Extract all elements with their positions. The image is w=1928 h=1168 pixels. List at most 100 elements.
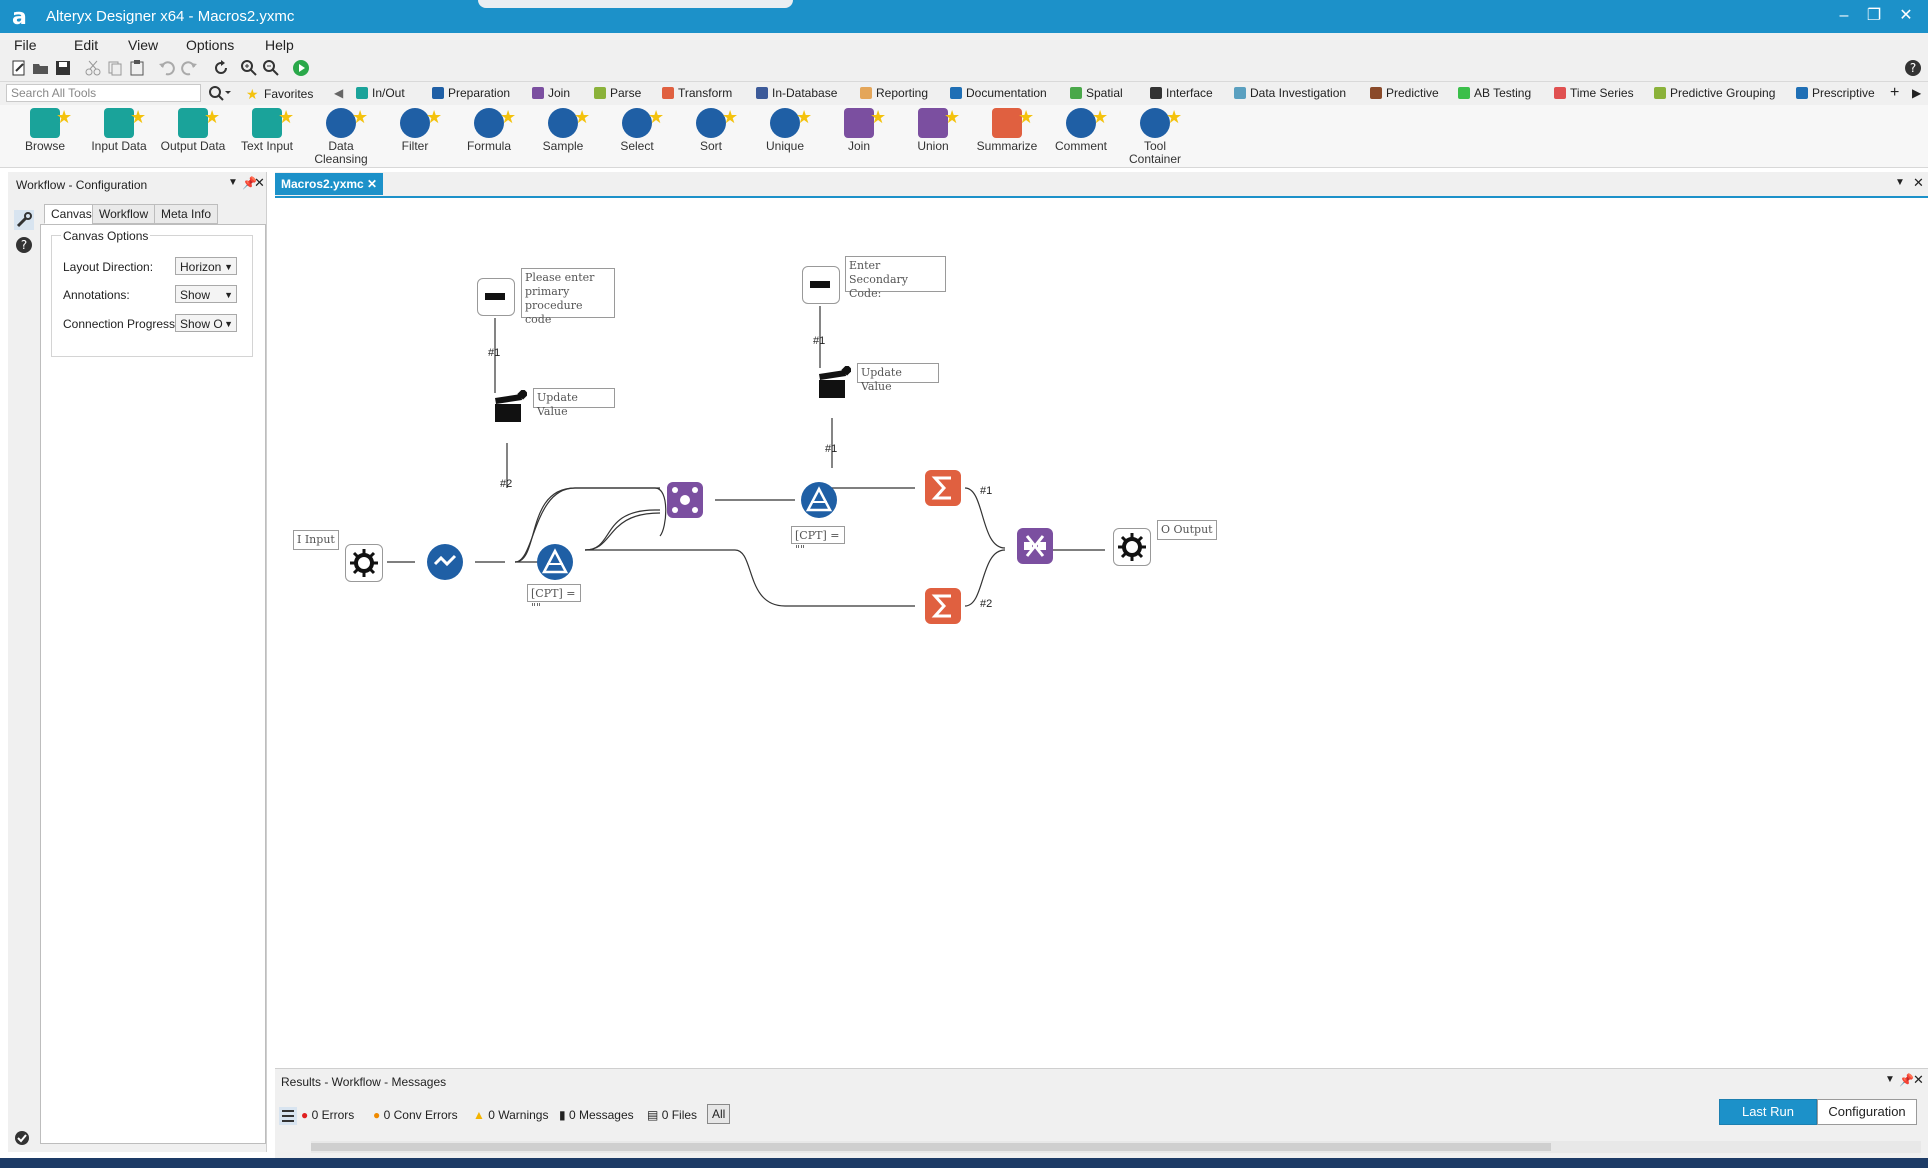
palette-tab-time-series[interactable]: Time Series	[1554, 86, 1634, 100]
select-tool[interactable]	[427, 544, 463, 580]
palette-tab-data-investigation[interactable]: Data Investigation	[1234, 86, 1346, 100]
annotation-update-value-1[interactable]: Update Value	[533, 388, 615, 418]
cut-icon[interactable]	[84, 59, 102, 77]
horizontal-scrollbar[interactable]	[311, 1141, 1921, 1153]
menu-options[interactable]: Options	[186, 37, 235, 53]
tool-browse[interactable]: ★Browse	[8, 107, 82, 153]
tool-data-cleansing[interactable]: ★Data Cleansing	[304, 107, 378, 166]
palette-tab-parse[interactable]: Parse	[594, 86, 641, 100]
annotation-filter-1[interactable]: [CPT] = ""	[527, 584, 581, 614]
conv-errors-status[interactable]: ● 0 Conv Errors	[373, 1108, 458, 1122]
panel-menu-icon[interactable]: ▼	[228, 177, 238, 188]
tab-meta-info[interactable]: Meta Info	[154, 204, 219, 224]
help-icon[interactable]: ?	[1904, 59, 1922, 77]
undo-icon[interactable]	[158, 59, 176, 77]
menu-file[interactable]: File	[14, 37, 37, 53]
palette-tab-preparation[interactable]: Preparation	[432, 86, 510, 100]
tab-workflow[interactable]: Workflow	[92, 204, 156, 224]
filter-tool-1[interactable]	[537, 544, 573, 580]
annotation-input[interactable]: I Input	[293, 530, 339, 550]
search-icon[interactable]	[208, 85, 232, 101]
pin-icon[interactable]: 📌	[242, 176, 257, 190]
all-filter-button[interactable]: All	[707, 1104, 731, 1124]
annotation-secondary[interactable]: Enter Secondary Code:	[845, 256, 946, 300]
quick-tab-handle[interactable]	[478, 0, 793, 8]
favorite-star-icon[interactable]: ★	[278, 107, 295, 127]
macro-output-tool[interactable]	[1113, 528, 1151, 566]
tool-unique[interactable]: ★Unique	[748, 107, 822, 153]
save-icon[interactable]	[54, 59, 72, 77]
palette-tab-reporting[interactable]: Reporting	[860, 86, 928, 100]
last-run-button[interactable]: Last Run	[1719, 1099, 1817, 1125]
tool-input-data[interactable]: ★Input Data	[82, 107, 156, 153]
favorite-star-icon[interactable]: ★	[648, 107, 665, 127]
layout-direction-select[interactable]: Horizon▼	[175, 257, 237, 275]
summarize-tool-2[interactable]	[925, 588, 961, 624]
palette-tab-documentation[interactable]: Documentation	[950, 86, 1047, 100]
doc-tab-close-icon[interactable]: ✕	[366, 177, 377, 191]
menu-help[interactable]: Help	[265, 37, 294, 53]
macro-input-tool[interactable]	[345, 544, 383, 582]
join-tool[interactable]	[667, 482, 703, 518]
favorite-star-icon[interactable]: ★	[1018, 107, 1035, 127]
annotation-filter-2[interactable]: [CPT] = ""	[791, 526, 845, 556]
favorite-star-icon[interactable]: ★	[944, 107, 961, 127]
results-menu-icon[interactable]: ▼	[1885, 1074, 1895, 1085]
favorite-star-icon[interactable]: ★	[352, 107, 369, 127]
favorite-star-icon[interactable]: ★	[204, 107, 221, 127]
tool-tool-container[interactable]: ★Tool Container	[1118, 107, 1192, 166]
palette-tab-transform[interactable]: Transform	[662, 86, 732, 100]
tool-filter[interactable]: ★Filter	[378, 107, 452, 153]
results-close-icon[interactable]: ✕	[1913, 1072, 1924, 1087]
tool-union[interactable]: ★Union	[896, 107, 970, 153]
palette-tab-predictive[interactable]: Predictive	[1370, 86, 1439, 100]
add-palette-icon[interactable]: +	[1890, 84, 1900, 101]
zoom-in-icon[interactable]	[240, 59, 258, 77]
maximize-button[interactable]: ❐	[1866, 7, 1882, 24]
action-tool-update-value-2[interactable]	[815, 364, 853, 402]
scroll-left-icon[interactable]: ◀	[334, 86, 344, 100]
favorite-star-icon[interactable]: ★	[1092, 107, 1109, 127]
favorite-star-icon[interactable]: ★	[870, 107, 887, 127]
text-box-tool-primary[interactable]	[477, 278, 515, 316]
warnings-status[interactable]: ▲ 0 Warnings	[473, 1108, 548, 1122]
run-icon[interactable]	[292, 59, 310, 77]
palette-tab-in-database[interactable]: In-Database	[756, 86, 837, 100]
tool-output-data[interactable]: ★Output Data	[156, 107, 230, 153]
tool-sample[interactable]: ★Sample	[526, 107, 600, 153]
scroll-right-icon[interactable]: ▶	[1912, 86, 1922, 100]
annotation-primary[interactable]: Please enter primary procedure code	[521, 268, 615, 326]
paste-icon[interactable]	[128, 59, 146, 77]
favorite-star-icon[interactable]: ★	[796, 107, 813, 127]
close-button[interactable]: ✕	[1899, 7, 1913, 24]
tab-canvas[interactable]: Canvas	[44, 204, 99, 224]
panel-close-icon[interactable]: ✕	[254, 175, 265, 190]
doc-close-icon[interactable]: ✕	[1913, 175, 1924, 190]
config-help-icon[interactable]: ?	[15, 236, 33, 254]
palette-tab-ab-testing[interactable]: AB Testing	[1458, 86, 1531, 100]
text-box-tool-secondary[interactable]	[802, 266, 840, 304]
palette-tab-spatial[interactable]: Spatial	[1070, 86, 1123, 100]
tool-sort[interactable]: ★Sort	[674, 107, 748, 153]
tool-formula[interactable]: ★Formula	[452, 107, 526, 153]
palette-tab-favorites[interactable]: ★Favorites	[246, 86, 313, 102]
annotations-select[interactable]: Show▼	[175, 285, 237, 303]
union-tool[interactable]	[1017, 528, 1053, 564]
palette-tab-prescriptive[interactable]: Prescriptive	[1796, 86, 1875, 100]
annotation-update-value-2[interactable]: Update Value	[857, 363, 939, 393]
workflow-canvas[interactable]: #1 #2 #1 #1 #1 #2 Please enter primary p…	[275, 198, 1928, 1068]
favorite-star-icon[interactable]: ★	[722, 107, 739, 127]
search-tools-input[interactable]: Search All Tools	[6, 84, 201, 102]
palette-tab-in-out[interactable]: In/Out	[356, 86, 405, 100]
palette-tab-interface[interactable]: Interface	[1150, 86, 1213, 100]
menu-view[interactable]: View	[128, 37, 159, 53]
tool-join[interactable]: ★Join	[822, 107, 896, 153]
favorite-star-icon[interactable]: ★	[130, 107, 147, 127]
open-icon[interactable]	[32, 59, 50, 77]
list-view-icon[interactable]	[279, 1107, 297, 1125]
tool-comment[interactable]: ★Comment	[1044, 107, 1118, 153]
favorite-star-icon[interactable]: ★	[56, 107, 73, 127]
tool-summarize[interactable]: ★Summarize	[970, 107, 1044, 153]
favorite-star-icon[interactable]: ★	[1166, 107, 1183, 127]
results-pin-icon[interactable]: 📌	[1899, 1073, 1914, 1087]
